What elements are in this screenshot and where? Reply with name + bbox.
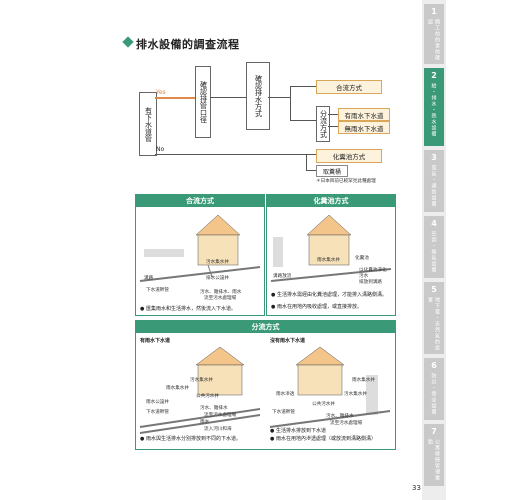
split-right-label-2: 污水集水井: [344, 392, 367, 397]
flow-line-3: [290, 86, 316, 87]
split-left-label-3: 公共污水井: [196, 394, 219, 399]
split-left-label-9: 流入河川和海: [204, 427, 232, 432]
flow-combined-box: 合流方式: [316, 80, 382, 94]
split-left-label-2: 雨水集水井: [166, 386, 189, 391]
title-diamond-icon: [122, 36, 134, 48]
flow-line-4: [290, 120, 316, 121]
panel-combined-title: 合流方式: [136, 195, 264, 207]
split-right-caption-1: ● 生活排水排放到下水道: [270, 428, 326, 434]
split-right-label-7: 流至污水處理場: [330, 421, 363, 426]
panel-septic-title: 化糞池方式: [267, 195, 395, 207]
flow-septic-box: 化糞池方式: [316, 149, 382, 163]
septic-label-2: 雨水集水井: [317, 258, 340, 263]
septic-caption-1: ● 生活排水需經由化糞池處理，才能排入溝路側溝。: [271, 292, 387, 298]
split-left-label-6: 污水、雜排水: [200, 406, 228, 411]
combined-label-6: 流至污水處理場: [204, 296, 237, 301]
split-left-caption: ● 雨水與生活排水分別排放到不同的下水道。: [140, 436, 241, 442]
combined-label-3: 溝路: [144, 276, 154, 281]
sidebar-tab-number: 5: [431, 285, 437, 294]
sidebar-tab-5[interactable]: 5 地下電・天然氣的設置: [424, 282, 444, 354]
septic-label-5: 排放到溝路: [359, 280, 382, 285]
combined-label-5: 污水、雜排水、雨水: [200, 290, 242, 295]
split-left-illustration: [139, 346, 261, 434]
flow-start-box: 有下水道管: [139, 92, 157, 156]
split-right-label-3: 雨水滲透: [276, 392, 295, 397]
sidebar-tab-number: 7: [431, 427, 437, 436]
flow-line-1: [210, 97, 246, 98]
flow-split-box: 分流方式: [316, 106, 330, 142]
sidebar-tab-label: 電氣・通信設備: [430, 165, 437, 207]
split-right-label-5: 下水道幹管: [272, 410, 295, 415]
page-title: 排水設備的調查流程: [136, 38, 240, 51]
panel-split-title: 分流方式: [136, 321, 395, 333]
sidebar-tab-number: 4: [431, 219, 437, 228]
no-label: No: [156, 146, 165, 153]
sidebar-tab-number: 3: [431, 153, 437, 162]
flow-note: ＊日本目前已較罕見此種處理: [316, 179, 376, 184]
flow-confirm-method-box: 確認排水方式: [246, 62, 270, 130]
combined-label-2: 排水公設井: [206, 276, 229, 281]
combined-caption: ● 匯集雨水和生活排水，然後流入下水道。: [140, 306, 236, 312]
sidebar-tab-label: 防災・保全設備: [430, 373, 437, 415]
flow-no-rain-sewer-box: 無雨水下水道: [338, 121, 390, 134]
split-left-label-8: 雨水: [200, 420, 210, 425]
sidebar-tab-label: 給・排水・熱水設備: [430, 83, 437, 137]
panel-septic: 化糞池方式 化糞池 雨水集水井 溝路放流 以化糞池淨化污水 排放到溝路 ● 生活…: [266, 194, 396, 316]
sidebar-tab-label: 公寓修繕管理重點: [427, 439, 440, 481]
yes-line: [155, 97, 195, 99]
split-right-label-1: 雨水集水井: [352, 378, 375, 383]
septic-label-1: 化糞池: [355, 256, 369, 261]
sidebar-tab-number: 6: [431, 361, 437, 370]
sidebar-tab-1[interactable]: 1 開工前的事前確認: [424, 4, 444, 64]
sidebar-tab-6[interactable]: 6 防災・保全設備: [424, 358, 444, 420]
septic-caption-2: ● 雨水在用地內吸收處理，或直接排放。: [271, 304, 362, 310]
septic-illustration: [270, 214, 392, 282]
sidebar-tab-7[interactable]: 7 公寓修繕管理重點: [424, 424, 444, 486]
split-right-caption-2: ● 雨水在用地內滲透處理（或放流到溝路側溝）: [270, 436, 376, 442]
split-right-label-6: 污水、雜排水: [326, 414, 354, 419]
split-left-label-4: 雨水公設井: [146, 400, 169, 405]
split-left-label-5: 下水道幹管: [146, 410, 169, 415]
yes-label: Yes: [156, 89, 166, 96]
sidebar-tab-4[interactable]: 4 空調・換氣設備: [424, 216, 444, 278]
combined-illustration: [139, 214, 261, 282]
no-line: [155, 154, 355, 155]
sidebar-tab-label: 開工前的事前確認: [427, 19, 440, 61]
split-left-subtitle: 有雨水下水道: [140, 338, 171, 344]
sidebar-tab-number: 1: [431, 7, 437, 16]
flow-rain-sewer-box: 有雨水下水道: [338, 108, 390, 121]
flow-remove-box: 取糞桶: [316, 165, 348, 177]
flow-confirm-pipe-box: 確認排管口徑: [195, 66, 211, 138]
split-right-illustration: [269, 346, 391, 428]
flow-line-7: [306, 154, 307, 170]
combined-label-4: 下水道幹管: [146, 288, 169, 293]
flow-line-5: [328, 114, 338, 115]
panel-combined: 合流方式 污水集水井 排水公設井 溝路 下水道幹管 污水、雜排水、雨水 流至污水…: [135, 194, 265, 316]
split-right-label-4: 公共污水井: [312, 402, 335, 407]
sidebar-tab-label: 空調・換氣設備: [430, 231, 437, 273]
sidebar-tab-label: 地下電・天然氣的設置: [427, 297, 440, 351]
split-left-label-1: 污水集水井: [190, 378, 213, 383]
flow-line-2: [268, 97, 290, 98]
split-left-label-7: 流至污水處理場: [204, 413, 237, 418]
combined-label-1: 污水集水井: [206, 260, 229, 265]
split-right-subtitle: 沒有雨水下水道: [270, 338, 306, 344]
flow-line-6: [328, 126, 338, 127]
sidebar-tab-3[interactable]: 3 電氣・通信設備: [424, 150, 444, 212]
septic-label-4: 以化糞池淨化污水: [359, 268, 387, 279]
page-number: 33: [412, 484, 421, 492]
sidebar-tab-number: 2: [431, 71, 437, 80]
panel-split: 分流方式 有雨水下水道 沒有雨水下水道 污水集水井 雨水集水井 公共污水井 雨水…: [135, 320, 396, 450]
flow-line-8: [306, 170, 316, 171]
septic-label-3: 溝路放流: [273, 274, 292, 279]
sidebar-tab-2[interactable]: 2 給・排水・熱水設備: [424, 68, 444, 146]
flow-branch-line: [290, 86, 291, 120]
